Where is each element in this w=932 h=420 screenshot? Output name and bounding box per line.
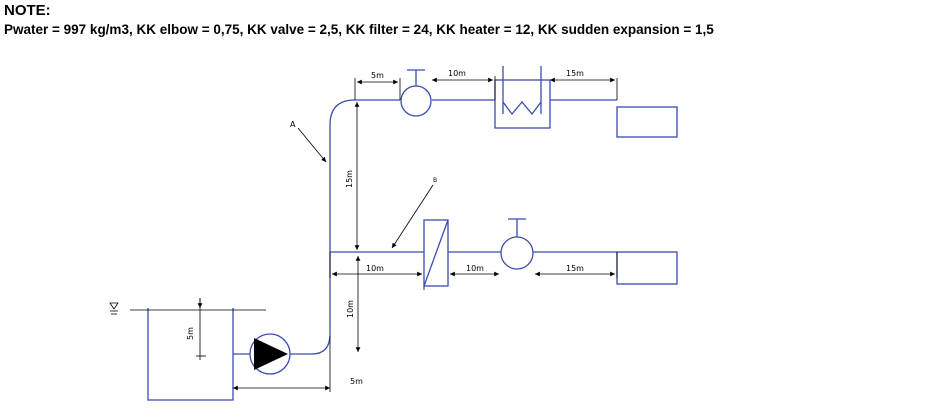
mid-10m-label-a: 10m: [366, 264, 384, 273]
vertical-15m-label: 15m: [345, 170, 354, 188]
point-b-leader: B: [391, 177, 437, 249]
filter-icon: [423, 219, 449, 287]
heater-icon: [494, 66, 551, 129]
note-title: NOTE:: [4, 2, 51, 19]
water-surface-icon: [109, 302, 119, 315]
vertical-15m-dimension: 15m: [345, 102, 360, 250]
top-dimensions: 5m 10m 15m: [354, 69, 618, 100]
bottom-dimension: 5m: [233, 336, 363, 392]
upper-outlet-tank: [616, 106, 678, 138]
pump-icon: [233, 333, 331, 375]
middle-dimensions: 10m 10m 15m: [329, 252, 618, 290]
note-text: Pwater = 997 kg/m3, KK elbow = 0,75, KK …: [4, 22, 714, 37]
top-15m-label: 15m: [566, 69, 584, 78]
vertical-10m-dimension: 10m: [346, 256, 361, 352]
lower-outlet-tank: [616, 251, 678, 285]
point-a-label: A: [290, 120, 296, 129]
bottom-5m-label: 5m: [350, 377, 363, 386]
water-tank: 5m: [109, 298, 266, 401]
lower-valve-icon: [500, 218, 534, 270]
top-5m-label: 5m: [371, 71, 384, 80]
vertical-10m-label: 10m: [346, 300, 355, 318]
top-10m-label: 10m: [448, 69, 466, 78]
point-a-leader: A: [290, 120, 327, 163]
point-b-label: B: [433, 177, 437, 184]
upper-valve-icon: [400, 69, 432, 117]
mid-15m-label: 15m: [566, 264, 584, 273]
mid-10m-label-b: 10m: [466, 264, 484, 273]
main-riser-pipe: [329, 99, 356, 334]
tank-5m-label: 5m: [186, 327, 195, 340]
